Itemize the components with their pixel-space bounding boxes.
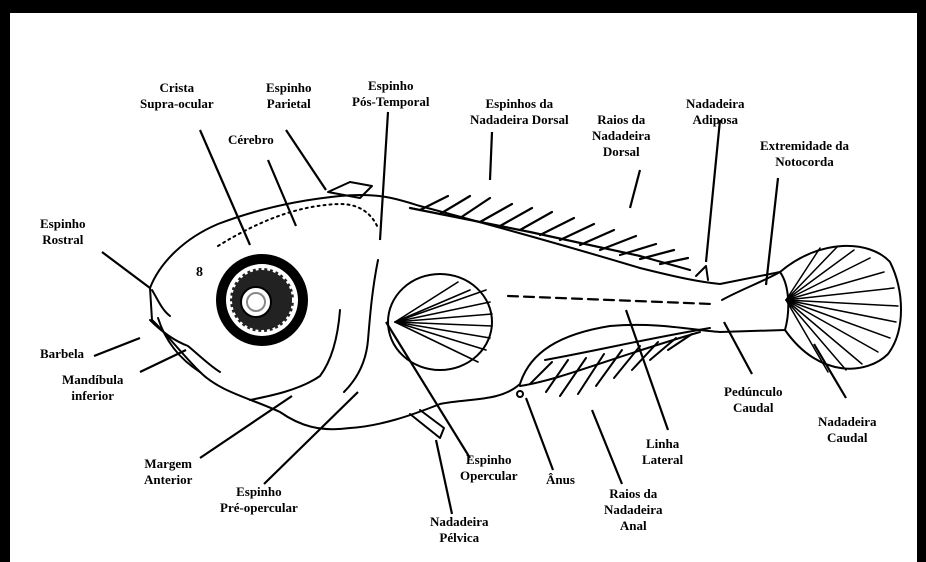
label-barbela: Barbela [40, 346, 84, 362]
anal-fin [520, 328, 710, 396]
dorsal-spines [410, 196, 690, 270]
eye [216, 254, 308, 346]
lower-jaw [158, 318, 200, 372]
border-right [917, 0, 926, 562]
notochord-tip [722, 272, 780, 300]
lateral-line [508, 296, 712, 304]
operculum-line [344, 260, 378, 392]
label-cerebro: Cérebro [228, 132, 274, 148]
label-anus: Ânus [546, 472, 575, 488]
anus-mark [517, 391, 523, 397]
caudal-fin-rays [786, 246, 898, 372]
adipose-fin [696, 266, 708, 280]
nostril-mark: 8 [196, 265, 203, 280]
border-left [0, 0, 10, 562]
border-top [0, 0, 926, 13]
pectoral-fin-rays [395, 282, 492, 362]
